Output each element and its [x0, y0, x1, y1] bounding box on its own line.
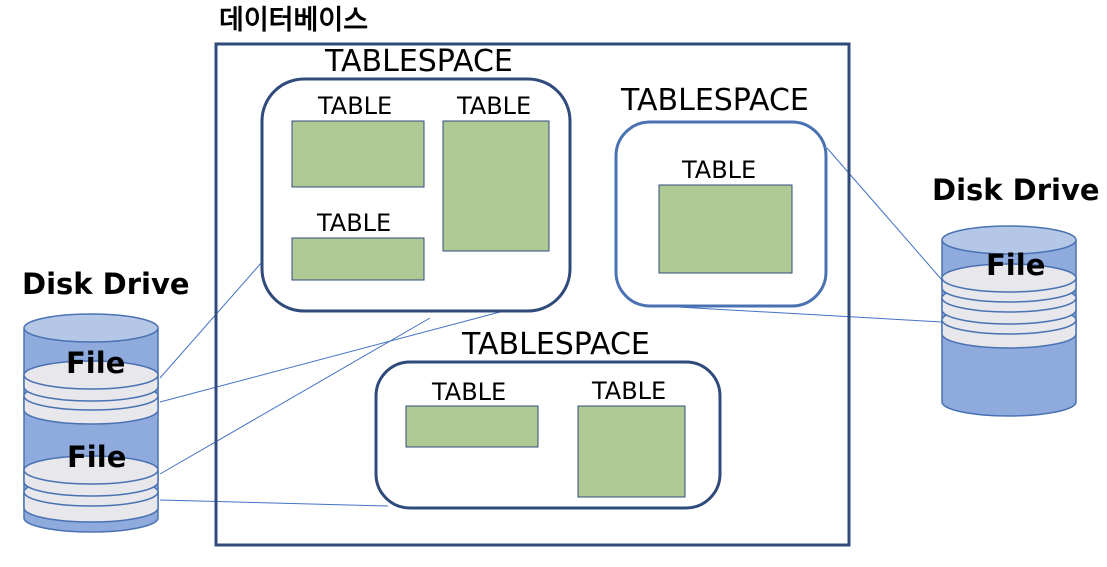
connector-file2-ts3-bottom [159, 499, 389, 507]
disk-right-file-1-label: File [986, 248, 1046, 282]
tablespace-3-table-2-label: TABLE [592, 377, 667, 405]
disk-left-title: Disk Drive [22, 267, 190, 301]
tablespace-1-table-3 [291, 237, 425, 281]
database-box [214, 42, 851, 547]
connector-rightfile-ts2-top [826, 147, 943, 281]
connector-file2-ts3 [159, 317, 431, 475]
tablespace-3-title: TABLESPACE [462, 327, 650, 362]
database-title: 데이터베이스 [219, 5, 369, 36]
tablespace-3-table-1-label: TABLE [432, 378, 507, 406]
tablespace-2-title: TABLESPACE [621, 83, 809, 118]
tablespace-2-table-1 [658, 184, 793, 274]
tablespace-1-table-2 [442, 120, 550, 252]
tablespace-1-table-1 [291, 120, 425, 188]
disk-right [941, 225, 1077, 417]
disk-left-top [23, 313, 159, 343]
tablespace-3-table-2 [577, 405, 686, 498]
disk-left-file-1-label: File [66, 346, 126, 380]
disk-left-file-2-label: File [67, 440, 127, 474]
disk-left [23, 313, 159, 533]
tablespace-3-table-1 [405, 405, 539, 448]
disk-right-title: Disk Drive [932, 173, 1100, 207]
disk-right-top [941, 225, 1077, 255]
tablespace-1-table-1-label: TABLE [318, 92, 393, 120]
tablespace-1-title: TABLESPACE [325, 44, 513, 79]
tablespace-2-table-1-label: TABLE [682, 156, 757, 184]
tablespace-1-table-3-label: TABLE [317, 209, 392, 237]
connector-rightfile-ts2-bottom [659, 305, 943, 323]
tablespace-1-table-2-label: TABLE [457, 92, 532, 120]
connector-file1-ts1 [159, 261, 263, 379]
